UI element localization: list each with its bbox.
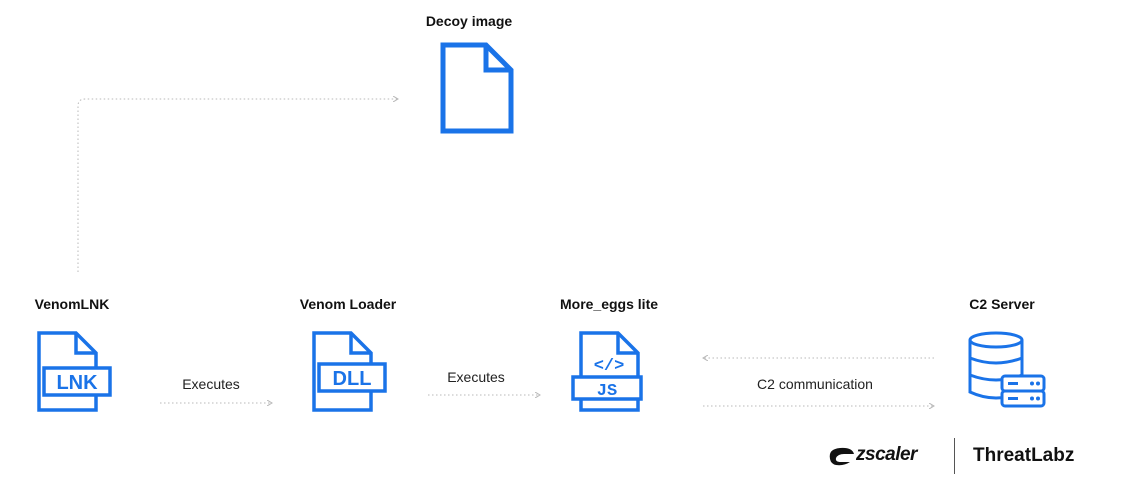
venomlnk-title: VenomLNK: [34, 296, 110, 312]
js-badge-label: JS: [597, 382, 617, 401]
dll-file-icon: DLL: [312, 331, 387, 412]
lnk-badge-label: LNK: [56, 372, 98, 394]
executes-label-1: Executes: [182, 376, 240, 392]
brand-divider: [954, 438, 955, 474]
executes-label-2: Executes: [447, 369, 505, 385]
code-brackets-label: </>: [594, 357, 625, 376]
lnk-to-decoy-connector: [77, 99, 398, 272]
c2-communication-label: C2 communication: [757, 376, 873, 392]
threatlabz-wordmark: ThreatLabz: [973, 445, 1075, 466]
file-icon: [440, 42, 514, 134]
js-file-icon: </> JS: [571, 331, 643, 412]
zscaler-wordmark: zscaler: [856, 444, 917, 465]
venom-loader-title: Venom Loader: [299, 296, 397, 312]
c2-server-title: C2 Server: [969, 296, 1035, 312]
database-server-icon: [968, 331, 1046, 408]
decoy-image-title: Decoy image: [425, 13, 513, 29]
lnk-file-icon: LNK: [37, 331, 112, 412]
zscaler-logo-icon: [829, 447, 854, 466]
dll-badge-label: DLL: [333, 368, 372, 390]
more-eggs-lite-title: More_eggs lite: [559, 296, 659, 312]
